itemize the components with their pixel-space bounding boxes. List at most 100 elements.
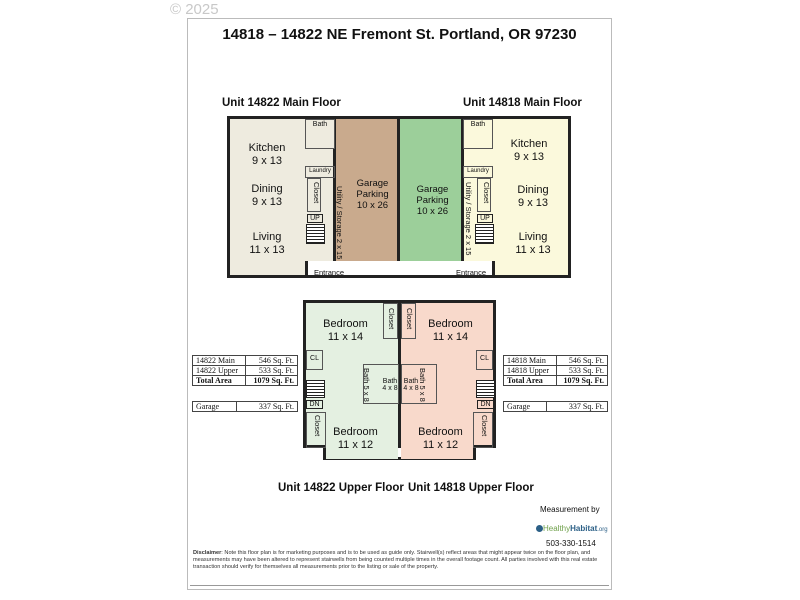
cell: 533 Sq. Ft. (245, 365, 298, 376)
right-closet (477, 178, 491, 212)
left-dn-label: DN (306, 400, 323, 409)
disclaimer-label: Disclaimer (193, 550, 222, 556)
right-dn-label: DN (477, 400, 494, 409)
cell: 546 Sq. Ft. (555, 355, 609, 366)
right-utility-label: Utility / Storage 2 x 15 (464, 182, 473, 256)
room-size: 11 x 14 (327, 331, 364, 343)
room-size: 4 x 8 (382, 385, 398, 392)
left-closet (307, 178, 321, 212)
right-stairs (475, 224, 494, 244)
cell: 337 Sq. Ft. (235, 401, 299, 412)
room-size: 11 x 14 (432, 331, 469, 343)
right-up-label: UP (477, 214, 493, 223)
left-bath (305, 119, 335, 149)
left-closet-label: Closet (387, 308, 396, 330)
logo-text: Healthy (543, 524, 571, 533)
right-cl (476, 350, 493, 370)
right-closet-label: Closet (482, 182, 491, 204)
room-size: 11 x 13 (249, 244, 285, 256)
cell: 14822 Main (191, 355, 247, 366)
room-size: 4 x 8 (403, 385, 419, 392)
disclaimer: Disclaimer: Note this floor plan is for … (193, 550, 607, 571)
room-name: Bedroom (323, 318, 368, 330)
upper-bottom-bump (323, 445, 476, 460)
left-laundry-label: Laundry (309, 168, 331, 174)
room-size: 11 x 12 (422, 439, 459, 451)
left-upper-floor-label: Unit 14822 Upper Floor (278, 482, 404, 494)
room-name: Bath (403, 378, 419, 385)
fill (326, 443, 398, 459)
page-frame (187, 18, 612, 590)
right-main-floor-label: Unit 14818 Main Floor (463, 97, 582, 109)
room-name: Parking (356, 189, 389, 200)
room-name: Bath (382, 378, 398, 385)
right-bath-upper (401, 364, 437, 404)
room-name: Dining (517, 184, 549, 196)
cell: 14818 Main (503, 355, 557, 366)
phone-number: 503-330-1514 (546, 539, 596, 548)
left-unit-main (227, 116, 336, 278)
right-cl-label: CL (480, 355, 489, 362)
right-closet-upper (401, 303, 416, 339)
right-entrance-label: Entrance (455, 268, 487, 277)
left-main-floor-label: Unit 14822 Main Floor (222, 97, 341, 109)
cell: 14818 Upper (503, 365, 557, 376)
left-up-label: UP (307, 214, 323, 223)
cell: 14822 Upper (191, 365, 247, 376)
left-entrance-label: Entrance (313, 268, 345, 277)
right-bath (463, 119, 493, 149)
left-stairs-upper (306, 380, 325, 398)
cell: 337 Sq. Ft. (546, 401, 608, 412)
left-utility-label: Utility / Storage 2 x 15 (335, 186, 344, 260)
left-bath-label: Bath (312, 121, 328, 128)
room-name: Kitchen (248, 142, 286, 154)
left-closet-label: Closet (312, 182, 321, 204)
cell: Garage (192, 401, 237, 412)
room-size: 11 x 13 (515, 244, 551, 256)
left-cl-label: CL (310, 355, 319, 362)
room-size: 9 x 13 (514, 151, 544, 163)
divider (190, 585, 609, 586)
room-name: Garage (416, 184, 449, 195)
room-name: Bedroom (333, 426, 378, 438)
room-name: Parking (416, 195, 449, 206)
left-garage (333, 116, 400, 264)
globe-icon (536, 525, 543, 532)
room-name: Living (518, 231, 548, 243)
room-name: Living (252, 231, 282, 243)
cell: Garage (502, 401, 548, 412)
cell: Total Area (503, 375, 557, 386)
left-cl (306, 350, 323, 370)
right-upper-floor-label: Unit 14818 Upper Floor (408, 482, 534, 494)
watermark: © 2025 (170, 1, 219, 18)
room-size: 10 x 26 (416, 206, 449, 217)
room-name: Dining (251, 183, 283, 195)
room-size: 9 x 13 (252, 155, 282, 167)
cell: 546 Sq. Ft. (245, 355, 298, 366)
healthy-habitat-logo: HealthyHabitat.org (536, 524, 608, 533)
right-laundry-label: Laundry (467, 168, 489, 174)
cell: 1079 Sq. Ft. (555, 375, 609, 386)
right-stairs-upper (476, 380, 495, 398)
left-stairs (306, 224, 325, 244)
right-closet2 (473, 412, 493, 448)
